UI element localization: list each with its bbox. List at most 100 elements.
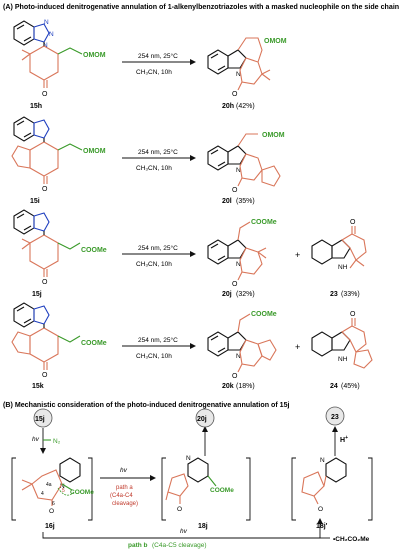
sub-20k: COOMe xyxy=(251,311,277,318)
cond2: CH₃CN, 10h xyxy=(136,165,172,172)
label-6: 6 xyxy=(52,501,55,507)
h-plus: H+ xyxy=(340,435,348,444)
n-label: N xyxy=(236,261,241,268)
label-24: 24 xyxy=(330,383,338,390)
sub-15k: COOMe xyxy=(81,340,107,347)
n-label: N xyxy=(236,71,241,78)
n-label: N xyxy=(236,353,241,360)
cond2: CH₃CN, 10h xyxy=(136,69,172,76)
path-a-hv: hv xyxy=(120,467,128,474)
o-label: O xyxy=(49,508,54,515)
o-label: O xyxy=(42,279,48,286)
section-a-title: (A) Photo-induced denitrogenative annula… xyxy=(3,3,399,11)
plus-sign: + xyxy=(295,342,300,352)
mech16-sub: COOMe xyxy=(70,489,94,496)
cond2: CH₃CN, 10h xyxy=(136,261,172,268)
row-15i: O OMOM 15i 254 nm, 25°C CH₃CN, 10h N O O… xyxy=(11,116,285,205)
o-label: O xyxy=(42,186,48,193)
label-15i: 15i xyxy=(30,198,40,205)
row-15k: O COOMe 15k 254 nm, 25°C CH₃CN, 10h N O … xyxy=(11,302,373,390)
path-b-detail: (C4a-C5 cleavage) xyxy=(152,542,207,549)
sub-20l: OMOM xyxy=(262,132,285,139)
nh-label: NH xyxy=(338,264,348,271)
row-15j: O COOMe 15j 254 nm, 25°C CH₃CN, 10h N O … xyxy=(13,209,367,298)
o-label: O xyxy=(350,311,356,318)
n-label: N xyxy=(49,31,54,38)
o-label: O xyxy=(232,373,238,380)
cond1: 254 nm, 25°C xyxy=(138,244,178,252)
nh-label: NH xyxy=(338,356,348,363)
label-20j: 20j xyxy=(222,291,232,298)
label-15j: 15j xyxy=(32,291,42,298)
yield-20k: (18%) xyxy=(236,383,255,390)
yield-20h: (42%) xyxy=(236,103,255,110)
o-label: O xyxy=(232,281,238,288)
path-a-detail1: (C4a-C4 xyxy=(110,493,133,499)
path-a-detail2: cleavage) xyxy=(112,501,138,507)
yield-20l: (35%) xyxy=(236,198,255,205)
label-4a: 4a xyxy=(46,482,52,488)
indole-20h: N O OMOM xyxy=(207,37,287,98)
n-label: N xyxy=(60,483,65,490)
path-b-label: path b xyxy=(128,542,148,549)
n-label: N xyxy=(186,455,191,462)
intermediate-16j: N O 4a 4 5 6 COOMe xyxy=(11,457,94,521)
indole-20j: N O COOMe xyxy=(207,219,277,288)
sub-20j: COOMe xyxy=(251,219,277,226)
plus-sign: + xyxy=(295,250,300,260)
cond1: 254 nm, 25°C xyxy=(138,336,178,344)
yield-23: (33%) xyxy=(341,291,360,298)
o-label: O xyxy=(350,219,356,226)
sub-20h: OMOM xyxy=(264,38,287,45)
o-label: O xyxy=(42,91,48,98)
n-label: N xyxy=(44,19,49,26)
row-15h: N N N O OMOM 15h 254 nm, 25°C CH₃CN, 10h… xyxy=(13,19,287,110)
label-18j: 18j xyxy=(198,523,208,530)
sub-15j: COOMe xyxy=(81,247,107,254)
n-label: N xyxy=(43,42,48,49)
o-label: O xyxy=(232,187,238,194)
mechanism: 15j hv N₂ N O 4a 4 5 6 COOMe 16j hv path… xyxy=(11,406,373,549)
label-5: 5 xyxy=(62,488,65,494)
radical-label: •CH₂CO₂Me xyxy=(333,536,370,543)
label-23: 23 xyxy=(330,291,338,298)
label-15h: 15h xyxy=(30,103,42,110)
label-20h: 20h xyxy=(222,103,234,110)
mech-prod20: 20j xyxy=(197,416,207,423)
o-label: O xyxy=(177,506,182,513)
benzotriazole-15h: N N N xyxy=(13,19,54,49)
n-label: N xyxy=(320,457,325,464)
intermediate-18j-prime: N O xyxy=(291,457,373,521)
path-b-hv: hv xyxy=(180,528,188,535)
mech18-sub: COOMe xyxy=(210,487,234,494)
n-label: N xyxy=(236,167,241,174)
label-20k: 20k xyxy=(222,383,234,390)
label-18jp: 18j' xyxy=(316,523,328,530)
label-16j: 16j xyxy=(45,523,55,530)
mech-start-label: 15j xyxy=(35,416,45,423)
indole-20k: N O COOMe xyxy=(207,311,277,380)
path-a-label: path a xyxy=(116,485,133,491)
label-20l: 20l xyxy=(222,198,232,205)
yield-20j: (32%) xyxy=(236,291,255,298)
indole-20l: N O OMOM xyxy=(207,132,285,194)
mech-prod23: 23 xyxy=(331,414,339,421)
intermediate-18j: N O COOMe xyxy=(161,455,251,521)
mech-hv: hv xyxy=(32,436,40,443)
sub-15i: OMOM xyxy=(83,148,106,155)
yield-24: (45%) xyxy=(341,383,360,390)
o-label: O xyxy=(318,506,323,513)
sub-15h: OMOM xyxy=(83,52,106,59)
cond1: 254 nm, 25°C xyxy=(138,52,178,60)
carbazolone-23: NH O xyxy=(311,219,367,271)
section-b-title: (B) Mechanistic consideration of the pho… xyxy=(3,401,290,409)
o-label: O xyxy=(42,372,48,379)
o-label: O xyxy=(232,91,238,98)
cond1: 254 nm, 25°C xyxy=(138,148,178,156)
cond2: CH₃CN, 10h xyxy=(136,353,172,360)
mech-n2: N₂ xyxy=(53,438,61,445)
carbazolone-24: NH O xyxy=(311,311,373,369)
label-4: 4 xyxy=(41,491,44,497)
label-15k: 15k xyxy=(32,383,44,390)
